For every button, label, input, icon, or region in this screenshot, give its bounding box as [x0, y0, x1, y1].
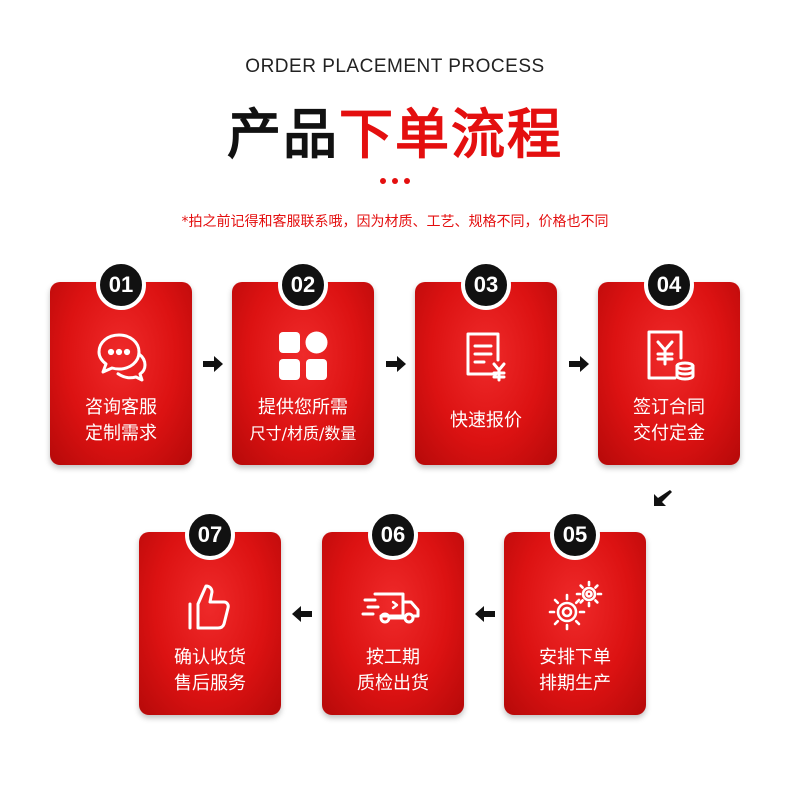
- arrow-left-icon: [473, 602, 497, 626]
- step-card-05: 05 安排下单 排期生产: [504, 510, 646, 715]
- step-label-line2: 售后服务: [174, 673, 246, 694]
- grid-blocks-icon: [271, 324, 335, 388]
- step-card-01: 01 咨询客服 定制需求: [50, 260, 192, 465]
- step-label-line1: 快速报价: [450, 410, 522, 431]
- subtitle-en: ORDER PLACEMENT PROCESS: [245, 56, 545, 77]
- decorative-dots: [0, 178, 790, 184]
- arrow-down-left-icon: [650, 488, 674, 512]
- step-label-line2: 排期生产: [539, 673, 611, 694]
- step-card-04: 04 签订合同 交付定金: [598, 260, 740, 465]
- note-text: *拍之前记得和客服联系哦，因为材质、工艺、规格不同，价格也不同: [181, 214, 609, 230]
- arrow-right-icon: [201, 352, 225, 376]
- step-card-07: 07 确认收货 售后服务: [139, 510, 281, 715]
- step-label-line2: 定制需求: [85, 423, 157, 444]
- step-badge: 01: [96, 260, 146, 310]
- step-label-line1: 提供您所需: [258, 397, 348, 418]
- step-badge: 07: [185, 510, 235, 560]
- step-label-line2: 质检出货: [357, 673, 429, 694]
- invoice-yen-icon: [454, 324, 518, 388]
- step-badge: 05: [550, 510, 600, 560]
- step-label-line1: 签订合同: [633, 397, 705, 418]
- step-card-06: 06 按工期 质检出货: [322, 510, 464, 715]
- step-label-line2: 尺寸/材质/数量: [249, 424, 357, 443]
- gears-icon: [543, 574, 607, 638]
- step-badge: 06: [368, 510, 418, 560]
- delivery-truck-icon: [361, 574, 425, 638]
- step-label-line2: 交付定金: [633, 423, 705, 444]
- thumbs-up-icon: [178, 574, 242, 638]
- step-card-03: 03 快速报价: [415, 260, 557, 465]
- arrow-left-icon: [290, 602, 314, 626]
- step-label-line1: 安排下单: [539, 647, 611, 668]
- step-label-line1: 确认收货: [174, 647, 246, 668]
- page-title: 产品下单流程: [0, 90, 790, 169]
- arrow-right-icon: [567, 352, 591, 376]
- title-red: 下单流程: [339, 103, 563, 166]
- contract-coins-icon: [637, 324, 701, 388]
- step-card-02: 02 提供您所需 尺寸/材质/数量: [232, 260, 374, 465]
- step-badge: 02: [278, 260, 328, 310]
- step-badge: 03: [461, 260, 511, 310]
- arrow-right-icon: [384, 352, 408, 376]
- title-black: 产品: [227, 103, 339, 166]
- step-label-line1: 咨询客服: [85, 397, 157, 418]
- step-badge: 04: [644, 260, 694, 310]
- chat-bubbles-icon: [89, 324, 153, 388]
- step-label-line1: 按工期: [366, 647, 420, 668]
